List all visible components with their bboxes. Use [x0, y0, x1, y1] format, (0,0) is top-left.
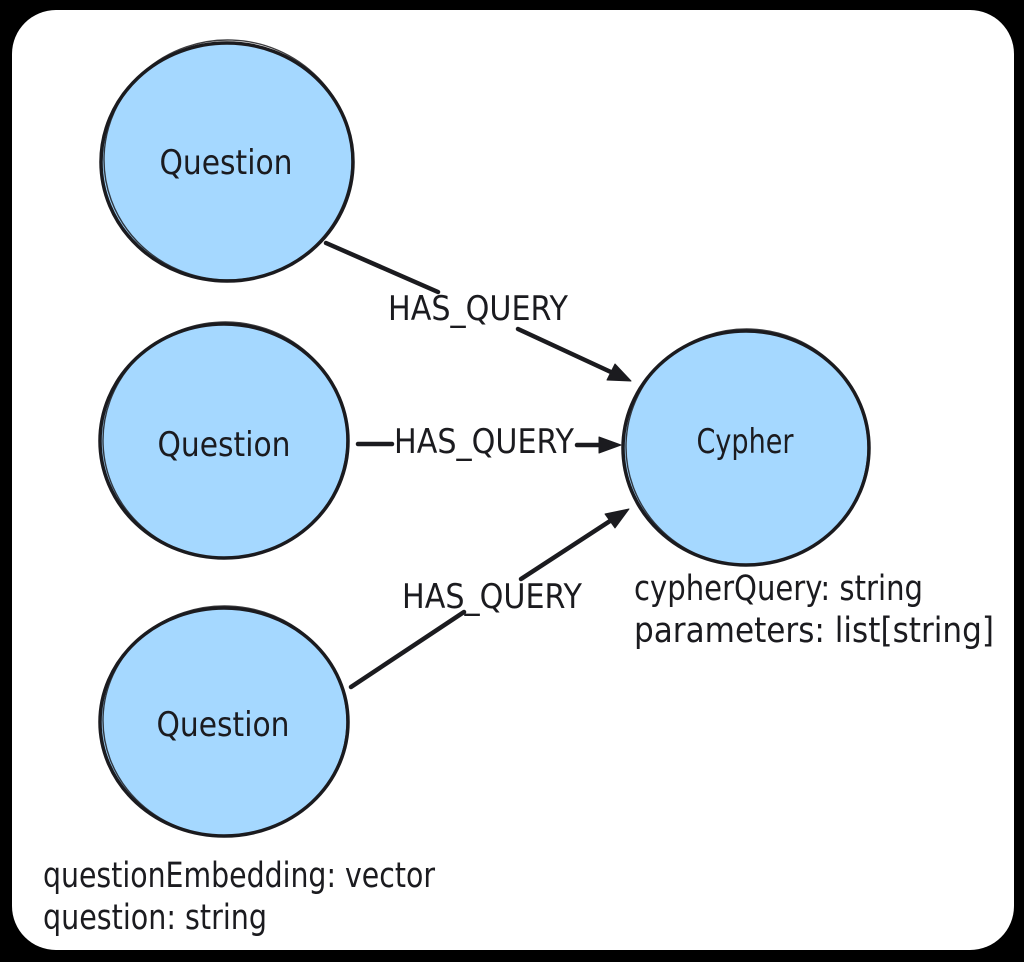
arrowhead-icon — [598, 436, 622, 454]
arrowhead-icon — [604, 508, 630, 529]
node-question-middle: Question — [98, 321, 350, 560]
node-circle-sketch-line — [102, 321, 348, 559]
node-circle-sketch-line — [102, 605, 348, 837]
edge-line-segment — [348, 609, 467, 690]
node-circle — [99, 41, 355, 283]
property-line: parameters: list[string] — [634, 611, 994, 651]
node-question-bottom: Question — [98, 605, 350, 838]
edge-has-query-3: HAS_QUERY — [348, 508, 630, 690]
edge-label: HAS_QUERY — [394, 422, 574, 462]
property-line: cypherQuery: string — [634, 569, 923, 609]
node-circle-sketch-line — [625, 328, 869, 566]
edge-label: HAS_QUERY — [388, 289, 568, 329]
property-line: questionEmbedding: vector — [43, 856, 435, 896]
edge-has-query-1: HAS_QUERY — [323, 240, 632, 382]
node-cypher: Cypher — [621, 328, 871, 567]
edge-has-query-2: HAS_QUERY — [355, 422, 622, 462]
property-line: question: string — [43, 898, 267, 938]
edge-line-segment — [518, 518, 613, 582]
node-question-top: Question — [99, 39, 355, 283]
edge-line-segment — [323, 240, 441, 295]
arrowhead-icon — [606, 363, 632, 382]
question-properties: questionEmbedding: vector question: stri… — [43, 856, 435, 938]
cypher-properties: cypherQuery: string parameters: list[str… — [634, 569, 994, 651]
node-label: Question — [158, 425, 291, 465]
node-label: Question — [160, 143, 293, 183]
edge-label: HAS_QUERY — [402, 577, 582, 617]
node-circle-sketch-line — [103, 39, 353, 281]
edge-line-segment — [515, 326, 616, 376]
node-label: Cypher — [697, 422, 794, 462]
node-label: Question — [157, 705, 290, 745]
